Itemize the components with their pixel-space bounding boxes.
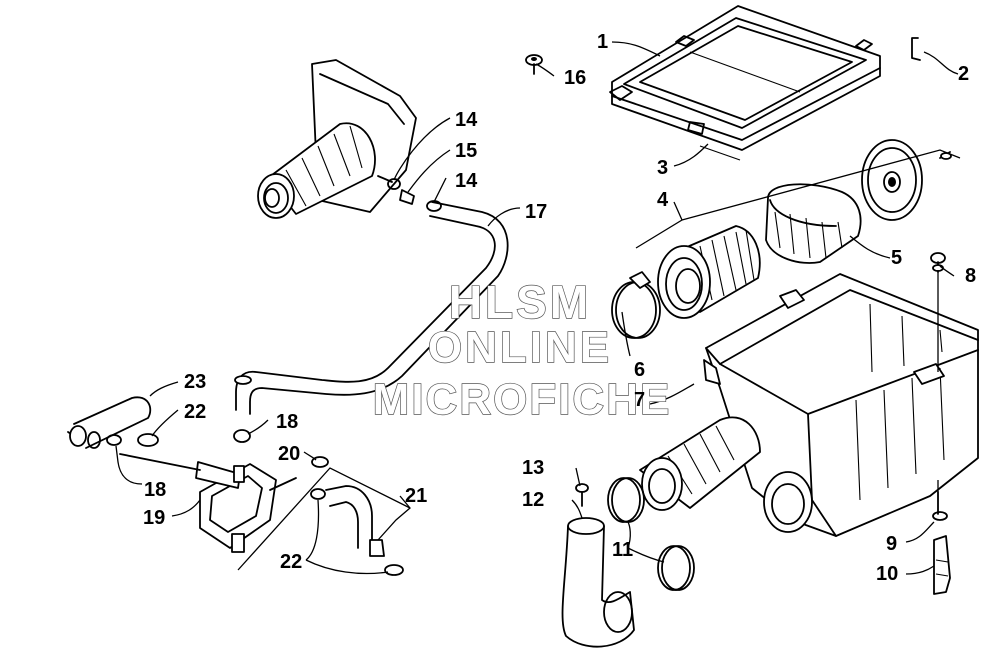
callout-8: 8 — [965, 265, 976, 287]
part-gasket — [699, 145, 741, 161]
callout-4: 4 — [657, 189, 669, 211]
part-air-filter-element — [765, 183, 862, 264]
part-screw-8 — [930, 252, 946, 273]
callout-22a: 22 — [184, 401, 206, 423]
callout-16: 16 — [564, 67, 586, 89]
callout-11: 11 — [612, 539, 633, 561]
part-screw-13 — [575, 483, 589, 507]
part-airbox-outlet-upper — [639, 416, 761, 511]
callout-23: 23 — [184, 371, 206, 393]
part-screw-16 — [525, 54, 543, 75]
part-airbox-outlet-lower — [763, 471, 813, 533]
callout-15: 15 — [455, 140, 477, 162]
callout-10: 10 — [876, 563, 898, 585]
part-hose-clamp-6 — [611, 271, 661, 339]
part-intake-duct-12 — [561, 517, 635, 648]
part-filter-cage — [657, 225, 761, 319]
callout-13: 13 — [522, 457, 544, 479]
callout-22b: 22 — [280, 551, 302, 573]
callout-14b: 14 — [455, 170, 478, 192]
part-fitting-15 — [399, 189, 415, 205]
callout-21: 21 — [405, 485, 427, 507]
part-throttle-intake-boot — [257, 59, 417, 219]
callout-3: 3 — [657, 157, 668, 179]
callout-17: 17 — [525, 201, 547, 223]
leader-lines — [115, 41, 961, 575]
callout-labels: 1 2 3 4 5 6 7 8 9 10 11 12 13 14 14 15 1… — [143, 31, 976, 585]
part-breather-hose-17 — [234, 201, 509, 415]
callout-19: 19 — [143, 507, 165, 529]
callout-5: 5 — [891, 247, 902, 269]
part-clamp-18-left — [106, 434, 122, 446]
callout-1: 1 — [597, 31, 608, 53]
callout-12: 12 — [522, 489, 544, 511]
part-clamp-9 — [932, 491, 948, 521]
callout-9: 9 — [886, 533, 897, 555]
callout-14a: 14 — [455, 109, 478, 131]
callout-18a: 18 — [276, 411, 298, 433]
part-hose-21 — [310, 485, 404, 576]
callout-7: 7 — [634, 389, 645, 411]
callout-2: 2 — [958, 63, 969, 85]
watermark-line-2: ONLINE — [428, 323, 612, 372]
part-clip — [911, 37, 921, 61]
watermark-line-3: MICROFICHE — [373, 375, 672, 424]
callout-6: 6 — [634, 359, 645, 381]
part-breather-separator-19 — [119, 453, 297, 553]
callout-20: 20 — [278, 443, 300, 465]
part-clamp-22-left — [137, 433, 159, 447]
part-filter-end-cap — [861, 139, 952, 221]
part-airbox-housing — [703, 273, 979, 537]
part-hose-clamps-11 — [607, 477, 695, 591]
watermark-line-1: HLSM — [449, 276, 591, 328]
part-drain-tube-10 — [933, 535, 951, 595]
part-airbox-cover — [609, 5, 881, 151]
part-clamp-18-right — [233, 429, 251, 443]
part-breather-hose-23 — [67, 396, 152, 449]
callout-18b: 18 — [144, 479, 166, 501]
